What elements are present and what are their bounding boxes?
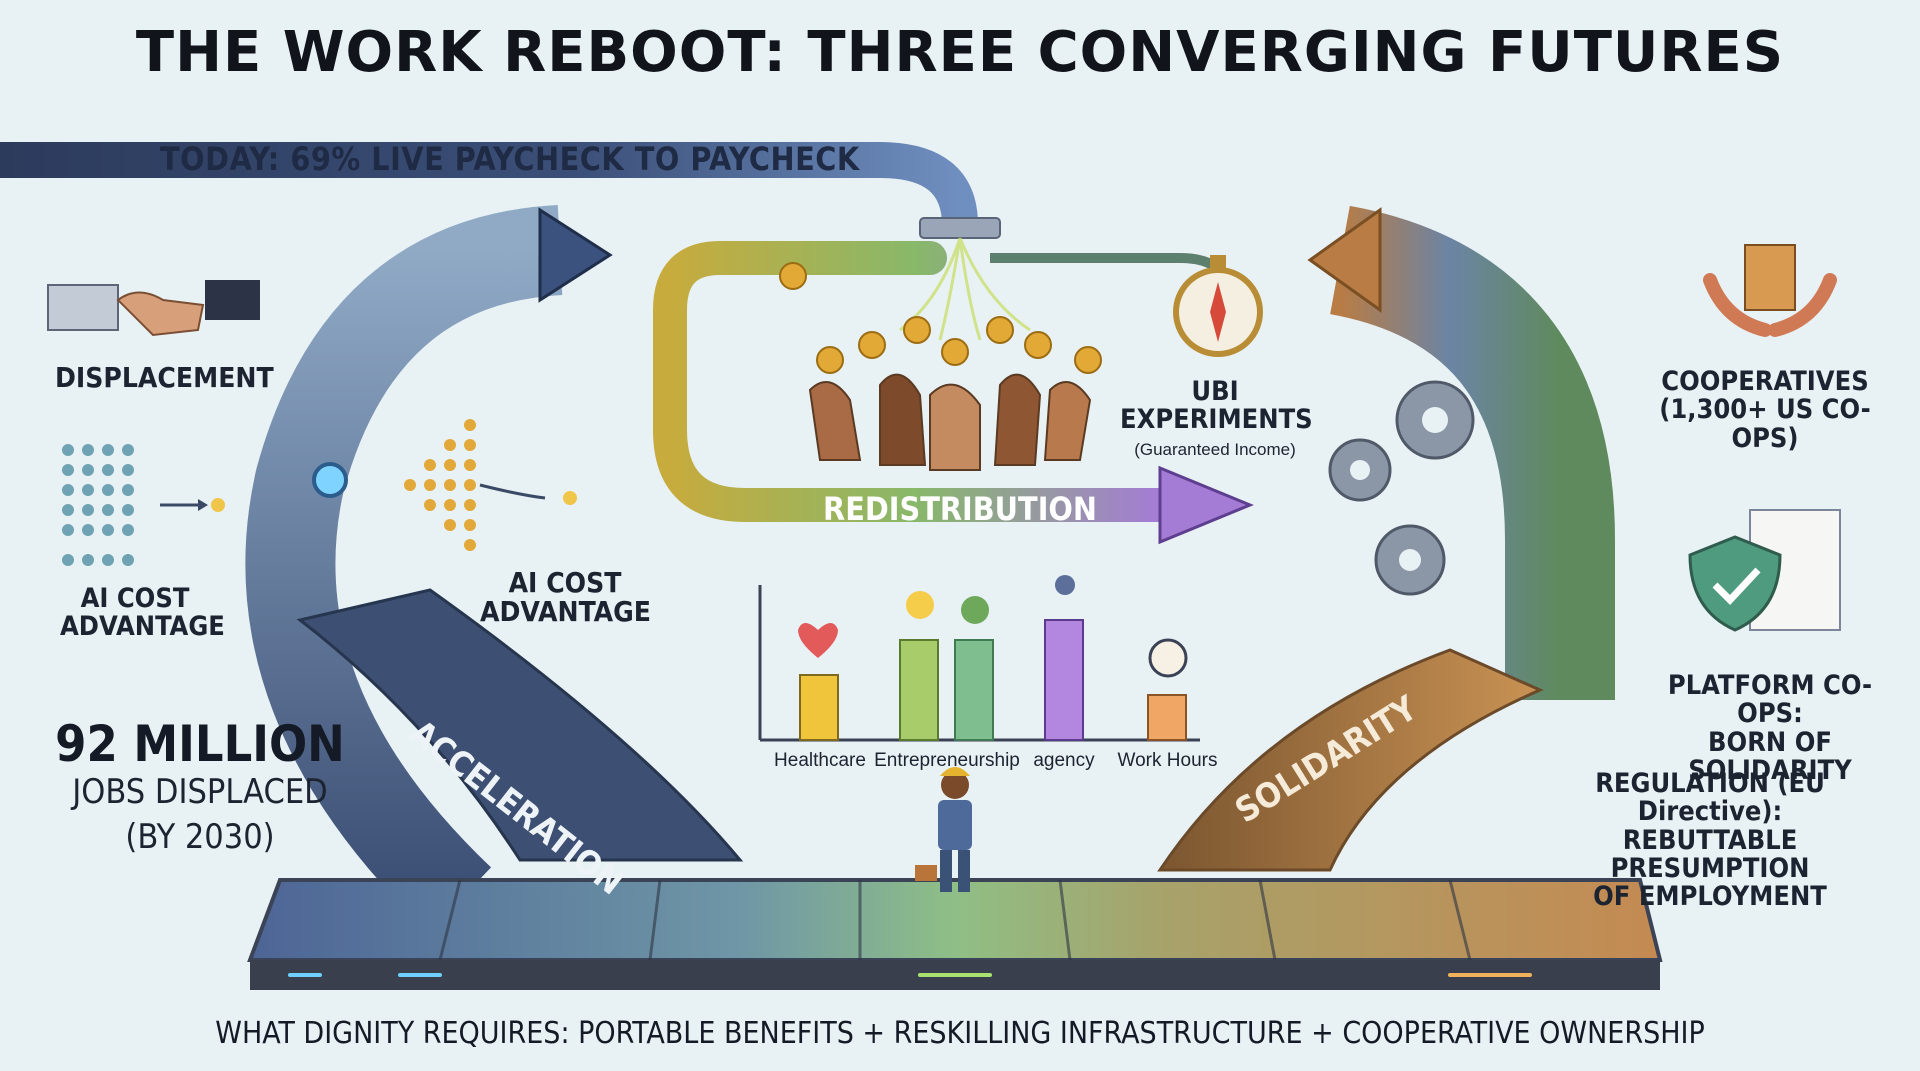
cooperatives-label: COOPERATIVES (1,300+ US CO-OPS): [1659, 366, 1871, 454]
ai-cost-label-center: AI COST ADVANTAGE: [480, 566, 651, 629]
ubi-subtitle: (Guaranteed Income): [1134, 440, 1296, 459]
footer-statement: WHAT DIGNITY REQUIRES: PORTABLE BENEFITS…: [215, 1016, 1705, 1051]
regulation-label: REGULATION (EU Directive): REBUTTABLE PR…: [1593, 768, 1827, 913]
dots-grid-icon: [62, 444, 134, 566]
displacement-label: DISPLACEMENT: [55, 361, 274, 394]
today-banner: TODAY: 69% LIVE PAYCHECK TO PAYCHECK: [160, 140, 860, 178]
outcomes-bar-chart: [758, 575, 1200, 742]
bar-work-hours: [1147, 694, 1187, 741]
jobs-number: 92 MILLION: [55, 715, 345, 773]
redistribution-label: REDISTRIBUTION: [823, 490, 1097, 528]
handshake-icon: [47, 280, 260, 337]
bar-label-entrepreneurship: Entrepreneurship: [874, 750, 1020, 771]
compass-icon: [1173, 255, 1263, 357]
page-title: THE WORK REBOOT: THREE CONVERGING FUTURE…: [135, 20, 1785, 85]
bar-entrepreneurship-2: [954, 639, 994, 741]
funnel-dots-icon: [404, 419, 476, 551]
jobs-year: (BY 2030): [125, 817, 275, 857]
bar-entrepreneurship-1: [899, 639, 939, 741]
jobs-label: JOBS DISPLACED: [72, 772, 328, 812]
bar-label-healthcare: Healthcare: [774, 750, 866, 771]
ai-cost-label-left: AI COST ADVANTAGE: [60, 583, 225, 643]
ubi-title: UBI EXPERIMENTS: [1120, 376, 1313, 436]
building-hands-icon: [1703, 244, 1837, 337]
bar-healthcare: [799, 674, 839, 741]
bar-label-agency: agency: [1033, 750, 1095, 771]
bar-agency: [1044, 619, 1084, 741]
shield-document-icon: [1688, 509, 1841, 632]
bar-label-work-hours: Work Hours: [1117, 750, 1218, 771]
pipe: [0, 142, 978, 226]
platform-coops-label: PLATFORM CO-OPS: BORN OF SOLIDARITY: [1667, 670, 1873, 787]
